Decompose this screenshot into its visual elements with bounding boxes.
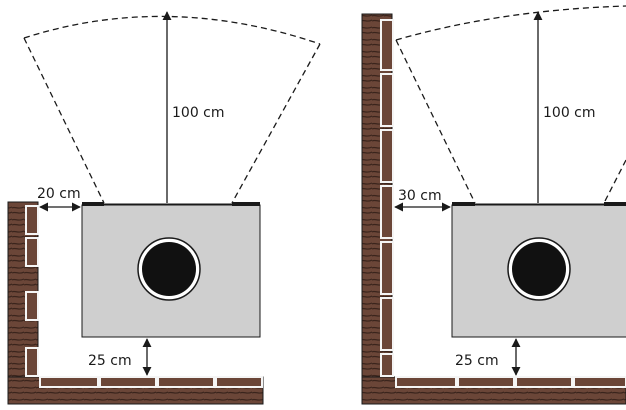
right-heater	[451, 202, 626, 338]
left-top-clearance-label: 100 cm	[172, 105, 225, 121]
right-diagram: 100 cm 30 cm 25 cm	[361, 5, 626, 405]
right-safety-zone	[395, 5, 626, 204]
right-wall	[361, 13, 626, 405]
left-heater	[81, 202, 261, 338]
left-safety-zone	[23, 15, 321, 204]
right-top-clearance-label: 100 cm	[543, 105, 596, 121]
left-diagram: 100 cm 20 cm 25 cm	[7, 11, 321, 405]
left-bottom-clearance-label: 25 cm	[88, 353, 132, 369]
left-side-clearance-label: 20 cm	[37, 186, 81, 202]
right-side-clearance-label: 30 cm	[398, 188, 442, 204]
right-bottom-clearance-label: 25 cm	[455, 353, 499, 369]
left-wall	[7, 201, 264, 405]
